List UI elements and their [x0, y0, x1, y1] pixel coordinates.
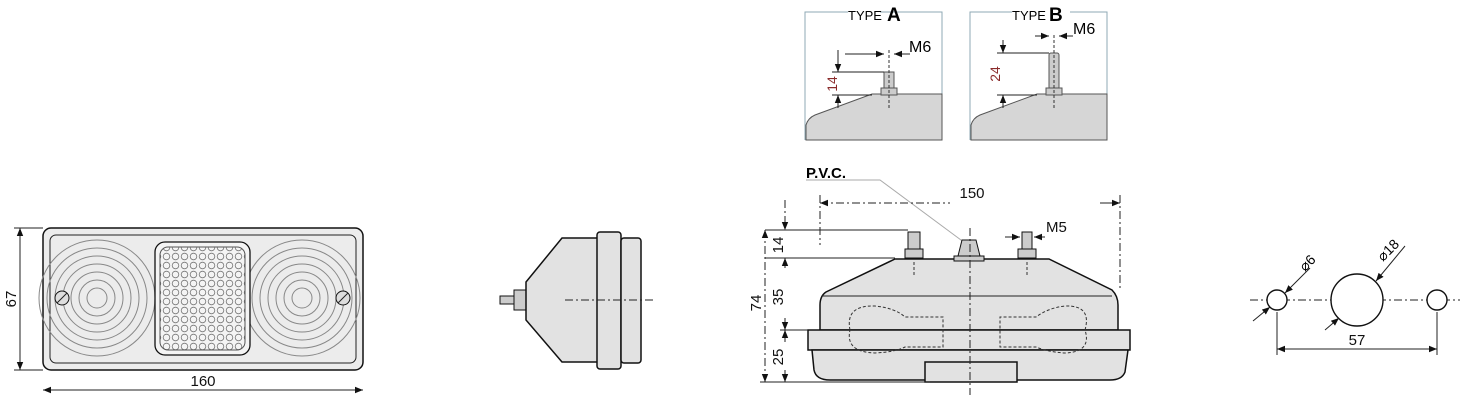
- stud-thread-label: M5: [1046, 219, 1067, 236]
- side-view: [499, 231, 655, 370]
- top-view: P.V.C. 150 M5 14 74 35 25: [748, 165, 1131, 395]
- front-view: 67 160: [3, 227, 364, 394]
- width-dimension: 160: [190, 373, 215, 390]
- large-hole: [1330, 273, 1384, 327]
- type-a-thread: M6: [909, 39, 931, 56]
- stud-height-dimension: 14: [770, 237, 787, 254]
- height-dimension: 67: [3, 291, 20, 308]
- small-hole-diameter: ⌀6: [1296, 251, 1319, 274]
- type-a-prefix: TYPE: [848, 8, 882, 23]
- pvc-label: P.V.C.: [806, 165, 846, 182]
- type-b-thread: M6: [1073, 21, 1095, 38]
- small-hole: [1266, 289, 1288, 311]
- type-a-height: 14: [824, 76, 840, 92]
- type-a-letter: A: [887, 5, 901, 26]
- mounting-holes: ⌀6 ⌀18 57: [1250, 236, 1460, 355]
- large-hole-diameter: ⌀18: [1374, 236, 1402, 264]
- type-b-detail: TYPE B M6 24: [969, 5, 1108, 141]
- upper-height-dimension: 35: [770, 289, 787, 306]
- lower-height-dimension: 25: [770, 349, 787, 366]
- stud-spacing-dimension: 150: [959, 185, 984, 202]
- type-b-letter: B: [1049, 5, 1063, 26]
- total-height-dimension: 74: [748, 295, 765, 312]
- hole-spacing-dimension: 57: [1349, 332, 1366, 349]
- type-b-prefix: TYPE: [1012, 8, 1046, 23]
- small-hole: [1426, 289, 1448, 311]
- type-b-height: 24: [987, 66, 1003, 82]
- type-a-detail: TYPE A M6 14: [804, 5, 943, 141]
